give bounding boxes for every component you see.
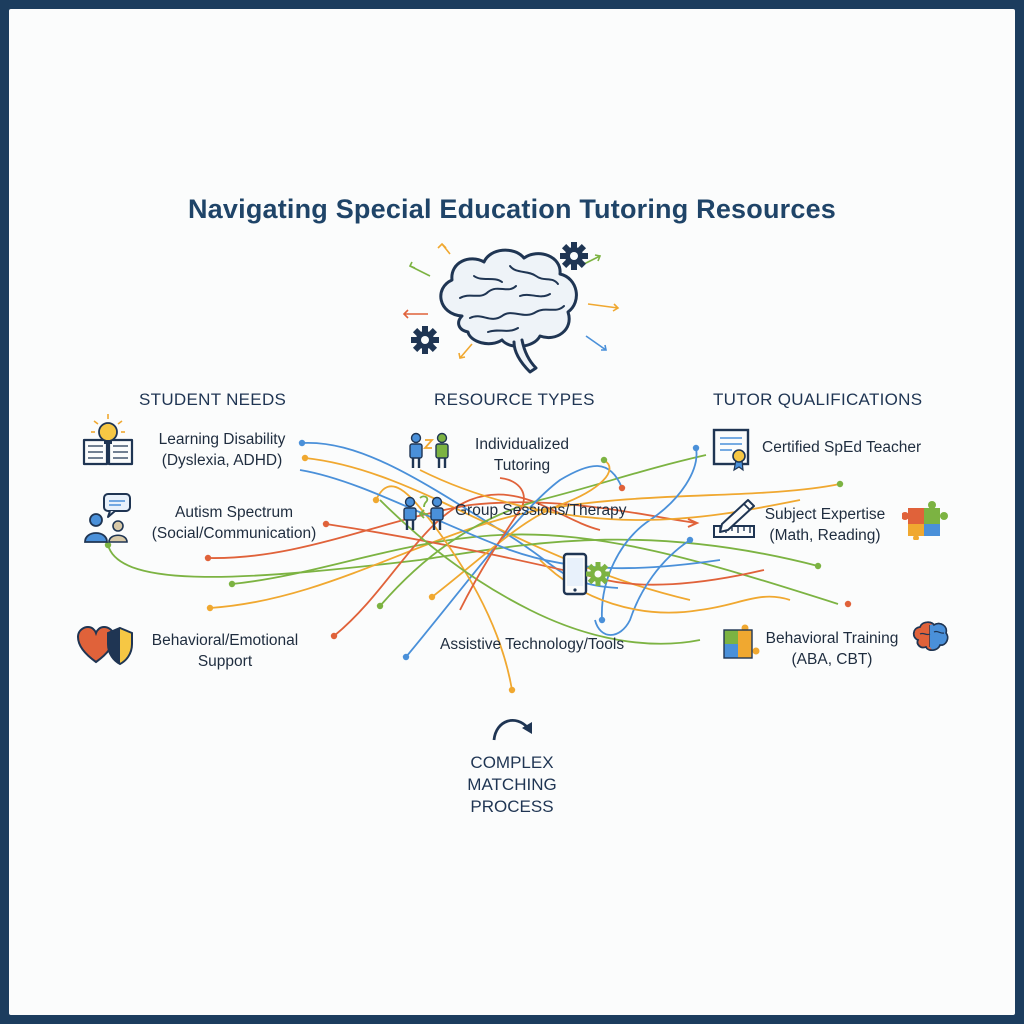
one-on-one-icon: [409, 432, 449, 468]
endpoint-dot: [206, 604, 214, 612]
line-endpoints: [104, 439, 852, 694]
label-line: COMPLEX: [470, 753, 554, 772]
gear-icon: [411, 326, 439, 354]
tablet-gear-icon: [562, 552, 610, 596]
endpoint-dot: [600, 456, 608, 464]
heading-student-needs: STUDENT NEEDS: [139, 390, 287, 409]
label-line: Learning Disability: [158, 431, 286, 448]
student-need-autism-spectrum: Autism Spectrum (Social/Communication): [136, 502, 332, 544]
endpoint-dot: [301, 454, 309, 462]
endpoint-dot: [298, 439, 306, 447]
connection-line: [459, 477, 525, 611]
endpoint-dot: [372, 496, 380, 504]
qualification-subject-expertise: Subject Expertise (Math, Reading): [758, 504, 892, 546]
student-need-behavioral-emotional: Behavioral/Emotional Support: [140, 630, 310, 672]
connection-line: [304, 457, 691, 601]
endpoint-dot: [508, 686, 516, 694]
label-line: (Dyslexia, ADHD): [161, 452, 283, 469]
label-line: Autism Spectrum: [174, 504, 293, 521]
endpoint-dot: [428, 593, 436, 601]
qualification-behavioral-training: Behavioral Training (ABA, CBT): [760, 628, 904, 670]
connection-line: [601, 447, 698, 621]
endpoint-dot: [618, 484, 626, 492]
complex-matching-process: COMPLEX MATCHING PROCESS: [412, 752, 612, 818]
student-need-learning-disability: Learning Disability (Dyslexia, ADHD): [140, 429, 304, 471]
arrow-head: [687, 518, 700, 528]
book-lightbulb-icon: [82, 414, 134, 466]
endpoint-dot: [402, 653, 410, 661]
brain-gears-icon: [402, 242, 620, 374]
endpoint-dot: [686, 536, 694, 544]
ruler-pencil-icon: [713, 499, 755, 538]
endpoint-dot: [204, 554, 212, 562]
label-line: Support: [197, 653, 253, 670]
label-line: (ABA, CBT): [791, 651, 873, 668]
gear-icon: [560, 242, 588, 270]
brain-icon: [912, 621, 949, 651]
connection-line: [405, 465, 623, 658]
label-line: Behavioral Training: [765, 630, 899, 647]
connection-line: [594, 539, 691, 636]
connection-line: [375, 485, 513, 691]
heading-resource-types: RESOURCE TYPES: [434, 390, 595, 409]
endpoint-dot: [376, 602, 384, 610]
connection-line: [379, 499, 701, 645]
endpoint-dot: [228, 580, 236, 588]
label-line: (Social/Communication): [151, 525, 317, 542]
connection-line: [107, 538, 819, 578]
heart-shield-icon: [76, 625, 133, 666]
label-line: Individualized: [475, 436, 569, 453]
label-line: MATCHING: [467, 775, 557, 794]
connection-line: [325, 523, 765, 586]
page-frame: [9, 9, 1015, 1015]
label-line: (Math, Reading): [769, 527, 881, 544]
endpoint-dot: [104, 541, 112, 549]
endpoint-dot: [598, 616, 606, 624]
page-title: Navigating Special Education Tutoring Re…: [187, 194, 836, 224]
group-icon: [403, 495, 444, 530]
certificate-icon: [712, 428, 750, 472]
endpoint-dot: [836, 480, 844, 488]
line-bundle: [107, 442, 841, 691]
endpoint-dot: [322, 520, 330, 528]
puzzle-piece-icon: [902, 501, 948, 540]
connection-line: [231, 533, 839, 605]
label-line: Behavioral/Emotional: [151, 632, 299, 649]
label-line: Subject Expertise: [764, 506, 886, 523]
endpoint-dot: [814, 562, 822, 570]
connection-line: [299, 469, 721, 570]
puzzle-piece-icon: [723, 624, 760, 659]
resource-group-sessions: Group Sessions/Therapy: [455, 502, 627, 519]
connection-line: [207, 501, 697, 559]
heading-tutor-qualifications: TUTOR QUALIFICATIONS: [713, 390, 923, 409]
resource-individualized-tutoring: Individualized Tutoring: [458, 434, 586, 476]
endpoint-dot: [844, 600, 852, 608]
resource-assistive-technology: Assistive Technology/Tools: [440, 636, 625, 653]
label-line: Tutoring: [493, 457, 551, 474]
connection-line: [379, 454, 707, 607]
qualification-certified-sped: Certified SpEd Teacher: [762, 439, 922, 456]
people-speech-icon: [84, 493, 131, 543]
curved-arrow-icon: [492, 718, 532, 741]
label-line: PROCESS: [470, 797, 554, 816]
endpoint-dot: [330, 632, 338, 640]
endpoint-dot: [692, 444, 700, 452]
connection-line: [431, 459, 611, 598]
